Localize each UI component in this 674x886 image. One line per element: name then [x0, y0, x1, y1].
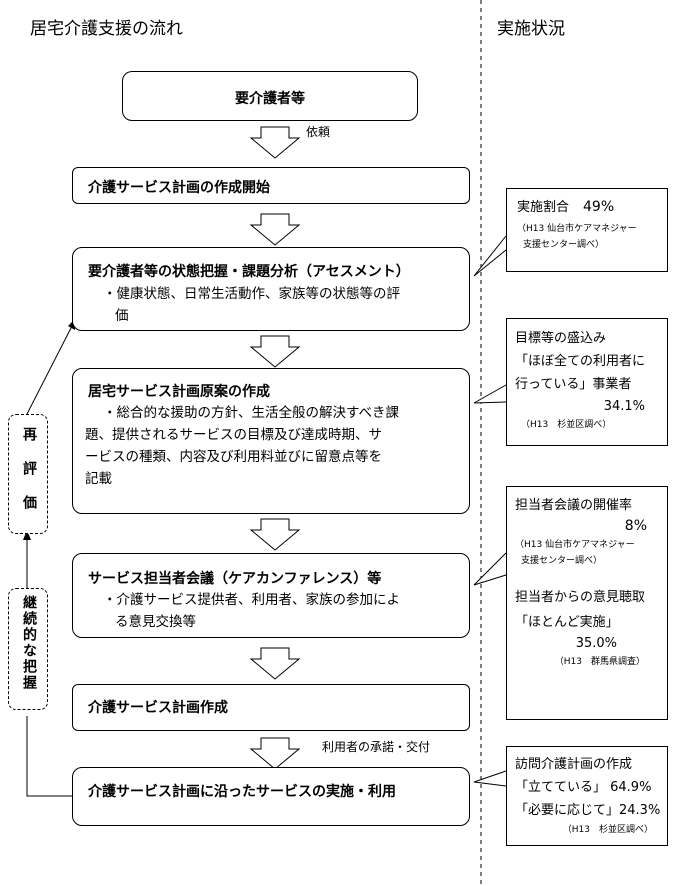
- step-care-conference: サービス担当者会議（ケアカンファレンス）等 ・介護サービス提供者、利用者、家族の…: [72, 553, 470, 638]
- step-title: 要介護者等: [235, 91, 305, 107]
- step-desc: ・総合的な援助の方針、生活全般の解決すべき課 題、提供されるサービスの目標及び達…: [85, 405, 400, 487]
- reevaluation-label: 再評価: [21, 427, 37, 529]
- step-title: 介護サービス計画の作成開始: [88, 180, 270, 196]
- note-goal-inclusion: 目標等の盛込み 「ほぼ全ての利用者に 行っている」事業者 34.1% （H13 …: [506, 318, 668, 446]
- note-visit-plan: 訪問介護計画の作成 「立てている」 64.9% 「必要に応じて」24.3% （H…: [506, 746, 668, 846]
- step-draft-plan: 居宅サービス計画原案の作成 ・総合的な援助の方針、生活全般の解決すべき課 題、提…: [72, 368, 470, 514]
- step-title: 居宅サービス計画原案の作成: [88, 384, 270, 400]
- monitoring-box: 継続的な把握: [8, 588, 48, 710]
- step-service-delivery: 介護サービス計画に沿ったサービスの実施・利用: [72, 767, 470, 826]
- consent-label: 利用者の承諾・交付: [322, 740, 431, 754]
- flow-heading: 居宅介護支援の流れ: [30, 19, 183, 39]
- reevaluation-box: 再評価: [8, 414, 48, 534]
- step-title: サービス担当者会議（ケアカンファレンス）等: [88, 571, 382, 587]
- flow-arrows: [249, 126, 301, 770]
- step-title: 要介護者等の状態把握・課題分析（アセスメント）: [88, 264, 410, 280]
- request-label: 依頼: [306, 125, 331, 139]
- note-conference-rate: 担当者会議の開催率 8% （H13 仙台市ケアマネジャー 支援センター調べ） 担…: [506, 486, 668, 720]
- step-care-recipient: 要介護者等: [122, 71, 418, 121]
- monitoring-label: 継続的な把握: [21, 595, 37, 691]
- step-desc: ・健康状態、日常生活動作、家族等の状態等の評 価: [103, 286, 400, 324]
- step-plan-start: 介護サービス計画の作成開始: [72, 167, 470, 204]
- step-title: 介護サービス計画に沿ったサービスの実施・利用: [88, 784, 396, 800]
- status-heading: 実施状況: [497, 19, 565, 39]
- step-assessment: 要介護者等の状態把握・課題分析（アセスメント） ・健康状態、日常生活動作、家族等…: [72, 247, 470, 331]
- step-title: 介護サービス計画作成: [88, 700, 228, 716]
- step-plan-creation: 介護サービス計画作成: [72, 684, 470, 731]
- step-desc: ・介護サービス提供者、利用者、家族の参加によ る意見交換等: [103, 592, 400, 630]
